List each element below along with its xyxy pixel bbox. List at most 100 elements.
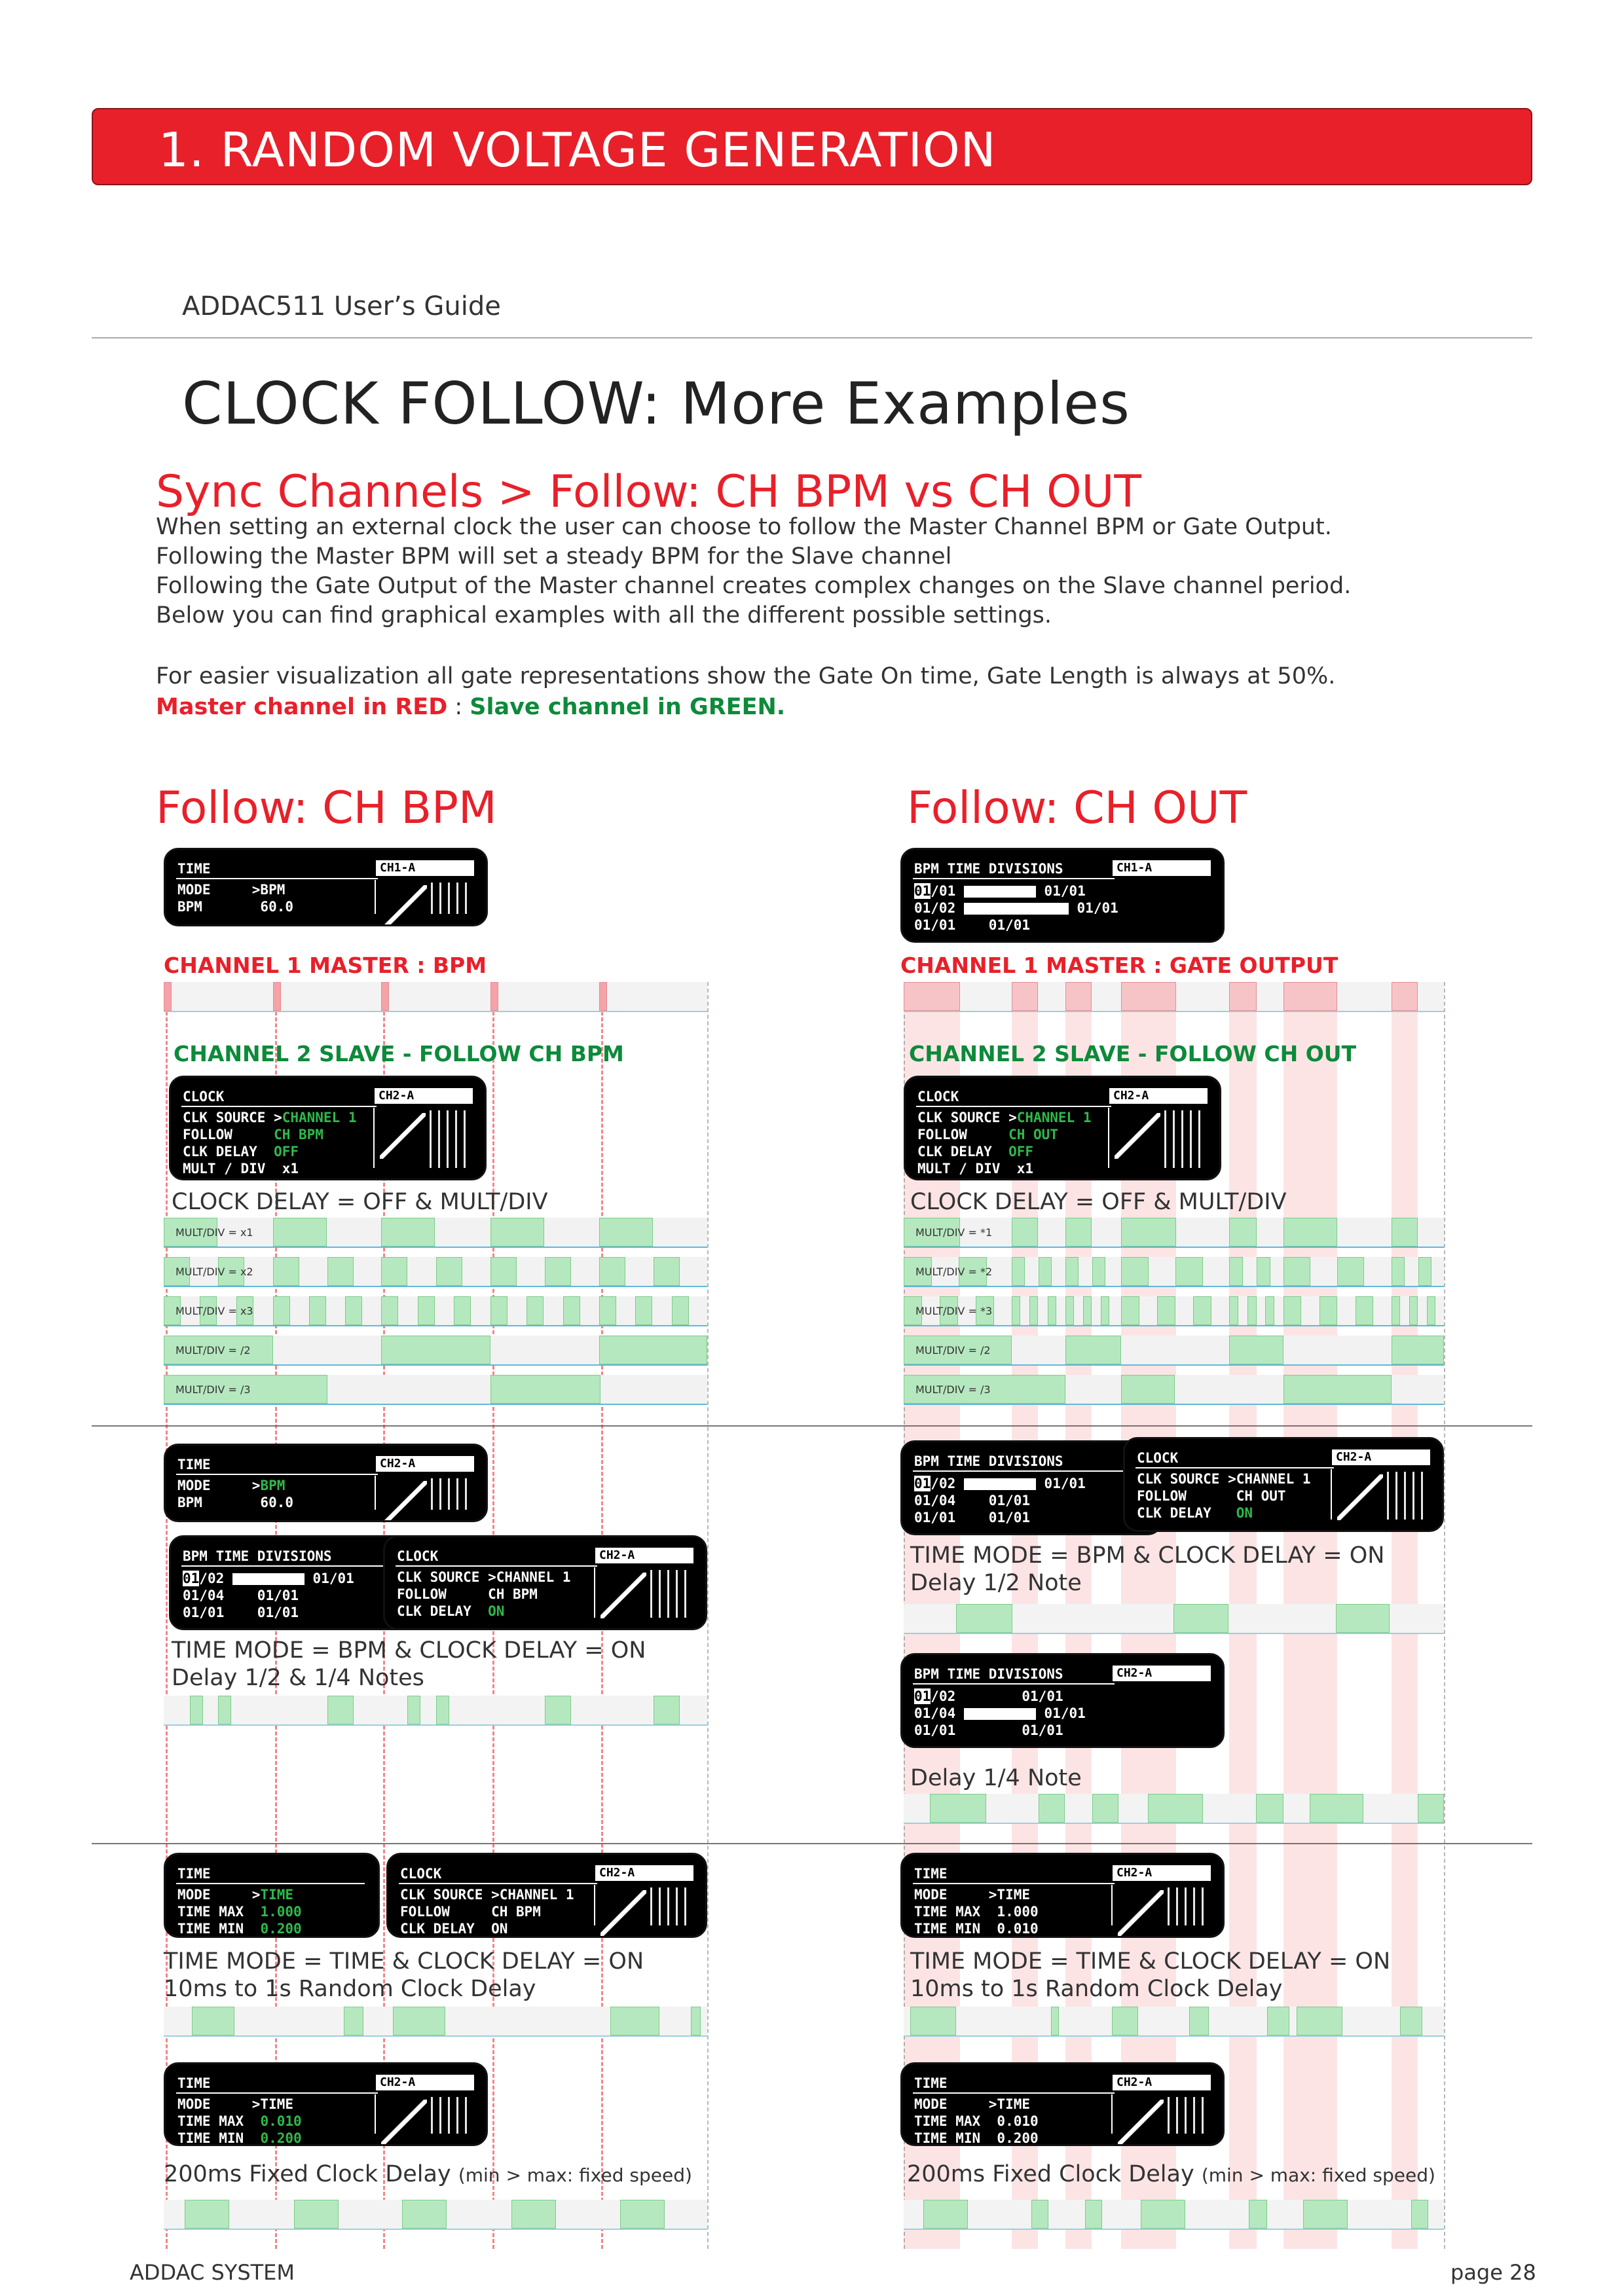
strip-label: MULT/DIV = *2 [915,1266,993,1278]
screen-row: TIME MIN 0.200 [914,2130,1039,2146]
channel-tag: CH1-A [1113,860,1211,876]
oled-screen-time-divisions-master: BPM TIME DIVISIONS CH1-A 01/01 01/01 01/… [900,848,1225,943]
legend-separator: : [447,694,470,720]
section-divider [92,1843,1532,1844]
end-guide [707,982,709,2249]
delay-off-label: CLOCK DELAY = OFF & MULT/DIV [172,1189,548,1215]
slave-label: CHANNEL 2 SLAVE - FOLLOW CH OUT [909,1041,1357,1066]
slave-gate-strip: MULT/DIV = /3 [164,1375,707,1405]
screen-row: MODE >TIME [914,2096,1031,2112]
strip-label: MULT/DIV = x2 [175,1266,253,1278]
oled-screen-clock-delay: CLOCK CH2-A CLK SOURCE >CHANNEL 1 FOLLOW… [383,1535,707,1630]
oled-screen-clock-delay: CLOCK CH2-A CLK SOURCE >CHANNEL 1 FOLLOW… [1123,1437,1444,1532]
delay-quarter-label: Delay 1/4 Note [910,1765,1082,1791]
screen-row: CLK SOURCE >CHANNEL 1 [183,1110,357,1125]
footer-brand: ADDAC SYSTEM [130,2260,295,2285]
color-legend: Master channel in RED : Slave channel in… [156,694,785,720]
master-gate [164,982,172,1011]
screen-row: CLK DELAY OFF [183,1144,299,1159]
channel-tag: CH2-A [1113,2075,1211,2090]
left-column-title: Follow: CH BPM [156,782,497,834]
intro-line-3: Following the Gate Output of the Master … [156,573,1352,599]
strip-label: MULT/DIV = *1 [915,1226,993,1239]
fixed-delay-label: 200ms Fixed Clock Delay (min > max: fixe… [164,2161,692,2187]
screen-row: 01/04 01/01 [183,1588,299,1603]
mini-display [1331,1469,1430,1520]
oled-screen-time-fixed: TIME CH2-A MODE >TIME TIME MAX 0.010 TIM… [900,2062,1225,2146]
intro-line-5: For easier visualization all gate repres… [156,663,1336,689]
channel-tag: CH2-A [1332,1449,1430,1465]
end-guide [1444,982,1445,2249]
strip-label: MULT/DIV = /3 [175,1383,251,1396]
legend-master: Master channel in RED [156,694,448,720]
slave-gate-strip: MULT/DIV = *1 [904,1218,1444,1248]
guide-title: ADDAC511 User’s Guide [182,291,501,321]
slave-gate-strip: MULT/DIV = x2 [164,1257,707,1287]
header-divider [92,337,1532,338]
screen-row: MODE >BPM [177,1478,286,1493]
screen-row: CLK SOURCE >CHANNEL 1 [917,1110,1092,1125]
screen-row: 01/04 01/01 [914,1705,1086,1721]
screen-row: MODE >TIME [177,2096,294,2112]
oled-screen-time-master: TIME CH1-A MODE >BPM BPM 60.0 [164,848,488,926]
master-beat-guide [166,982,168,2249]
oled-screen-time-fixed: TIME CH2-A MODE >TIME TIME MAX 0.010 TIM… [164,2062,488,2146]
slave-gate-strip [164,2007,707,2037]
master-gate [381,982,389,1011]
strip-label: MULT/DIV = /3 [915,1383,991,1396]
slave-gate-strip [904,2007,1444,2037]
channel-tag: CH2-A [1109,1088,1208,1104]
screen-row: CLK DELAY ON [400,1921,508,1937]
screen-row: TIME MIN 0.200 [177,1921,302,1937]
screen-header: CLOCK [917,1089,959,1104]
screen-row: FOLLOW CH BPM [183,1127,323,1142]
oled-screen-clock-time: CLOCK CH2-A CLK SOURCE >CHANNEL 1 FOLLOW… [386,1853,707,1938]
screen-row: 01/02 01/01 [914,900,1118,916]
screen-header: BPM TIME DIVISIONS [914,1666,1063,1682]
oled-screen-time-divisions-quarter: BPM TIME DIVISIONS CH2-A 01/02 01/01 01/… [900,1653,1225,1748]
mini-display [1111,1885,1211,1936]
screen-row: 01/01 01/01 [914,917,1031,933]
screen-header: TIME [914,2075,948,2091]
screen-row: MULT / DIV x1 [183,1161,299,1176]
right-column-title: Follow: CH OUT [907,782,1247,834]
screen-header: TIME [177,2075,211,2091]
screen-header: CLOCK [397,1548,439,1564]
section-divider [92,1425,1532,1427]
screen-row: 01/04 01/01 [914,1493,1031,1508]
oled-screen-time-divisions: BPM TIME DIVISIONS 01/02 01/01 01/04 01/… [900,1440,1162,1535]
screen-row: MODE >TIME [914,1887,1031,1903]
mini-display [375,2094,474,2144]
intro-line-2: Following the Master BPM will set a stea… [156,543,952,570]
screen-header: BPM TIME DIVISIONS [183,1548,332,1564]
slave-gate-strip [904,1604,1444,1634]
intro-line-1: When setting an external clock the user … [156,514,1332,540]
channel-tag: CH2-A [375,1088,473,1104]
strip-label: MULT/DIV = /2 [915,1344,991,1357]
mini-display [375,880,474,924]
screen-row: 01/01 01/01 [914,1510,1031,1525]
legend-slave: Slave channel in GREEN. [470,694,786,720]
fixed-delay-label: 200ms Fixed Clock Delay (min > max: fixe… [907,2161,1435,2187]
slave-gate-strip: MULT/DIV = *2 [904,1257,1444,1287]
intro-line-4: Below you can find graphical examples wi… [156,602,1052,629]
master-gate [599,982,607,1011]
screen-row: CLK SOURCE >CHANNEL 1 [400,1887,574,1903]
mini-display [375,1476,474,1520]
screen-header: TIME [177,1457,211,1472]
screen-row: FOLLOW CH BPM [400,1904,541,1920]
screen-row: TIME MAX 0.010 [177,2113,302,2129]
screen-row: CLK DELAY ON [1137,1505,1253,1521]
screen-row: TIME MIN 0.010 [914,1921,1039,1937]
screen-row: TIME MIN 0.200 [177,2130,302,2146]
screen-row: TIME MAX 1.000 [177,1904,302,1920]
screen-row: MODE >TIME [177,1887,294,1903]
chapter-banner: 1. RANDOM VOLTAGE GENERATION [92,108,1532,185]
strip-label: MULT/DIV = x1 [175,1226,253,1239]
screen-header: TIME [914,1866,948,1882]
slave-gate-strip [164,1696,707,1726]
master-gate-strip [904,982,1444,1012]
master-label: CHANNEL 1 MASTER : GATE OUTPUT [900,953,1338,978]
slave-gate-strip: MULT/DIV = /2 [164,1336,707,1366]
